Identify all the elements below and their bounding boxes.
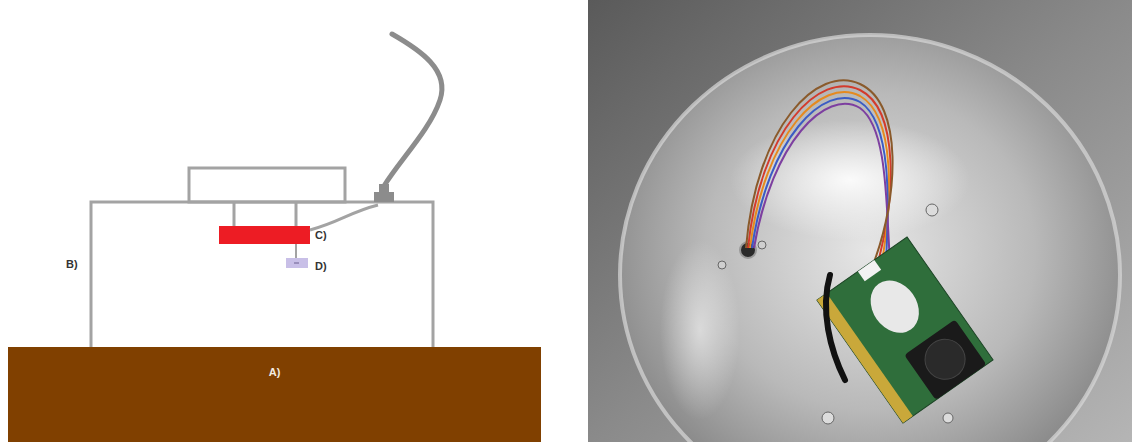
part-label: D) (315, 260, 327, 272)
screw (822, 412, 834, 424)
connector (858, 260, 881, 281)
enclosure-sketch (91, 34, 442, 347)
lid (189, 168, 345, 202)
sensor-mark (294, 263, 299, 264)
inner-wire (310, 205, 378, 230)
part-label: C) (315, 229, 327, 241)
circuit-board (817, 237, 993, 423)
cable-gland (374, 192, 394, 202)
sensor-lead (295, 244, 297, 258)
outer-cable (384, 34, 442, 186)
fan-blades (917, 331, 973, 387)
part-label: B) (66, 258, 78, 270)
screw (718, 261, 726, 269)
standoff (295, 202, 298, 226)
photo (588, 0, 1132, 442)
standoff (233, 202, 236, 226)
screw (926, 204, 938, 216)
enclosure-outline (91, 202, 433, 347)
fan (904, 319, 986, 400)
cable-tie (826, 275, 845, 380)
circuit-board (219, 226, 310, 244)
part-label: A) (8, 366, 541, 378)
sensor-window (861, 271, 929, 342)
wire-bundle (746, 80, 893, 262)
container-rim (620, 35, 1120, 442)
ground-block: A) (8, 347, 541, 442)
reflection (660, 240, 740, 420)
screw (758, 241, 766, 249)
sensor (286, 258, 308, 268)
screw (943, 413, 953, 423)
container-floor (620, 35, 1120, 442)
